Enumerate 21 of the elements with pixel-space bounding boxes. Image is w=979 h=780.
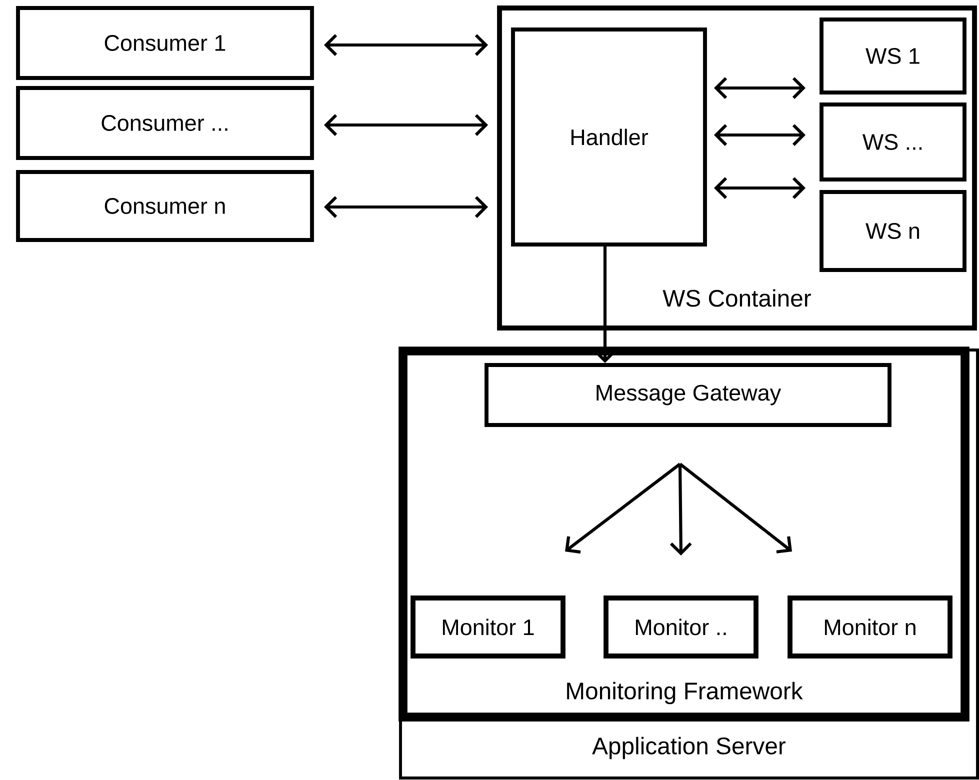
process-box: Monitor n <box>788 596 952 658</box>
process-box: Consumer n <box>16 170 314 242</box>
arrow <box>324 114 488 136</box>
arrow <box>594 246 616 364</box>
arrow <box>714 77 806 99</box>
process-box: Monitor .. <box>604 596 758 658</box>
arrow <box>670 464 692 556</box>
arrow <box>714 124 806 146</box>
arrow <box>565 462 681 554</box>
process-box: Consumer ... <box>16 86 314 160</box>
arrow <box>679 462 792 554</box>
process-box: WS n <box>820 190 966 272</box>
process-box: Consumer 1 <box>16 6 314 80</box>
process-box: WS ... <box>820 102 966 182</box>
process-box: Message Gateway <box>484 363 892 427</box>
arrow <box>324 196 488 218</box>
process-box: WS 1 <box>820 18 966 94</box>
process-box: Monitor 1 <box>410 596 566 658</box>
arrow <box>714 177 806 199</box>
arrow <box>324 34 488 56</box>
process-box: Handler <box>511 28 707 246</box>
